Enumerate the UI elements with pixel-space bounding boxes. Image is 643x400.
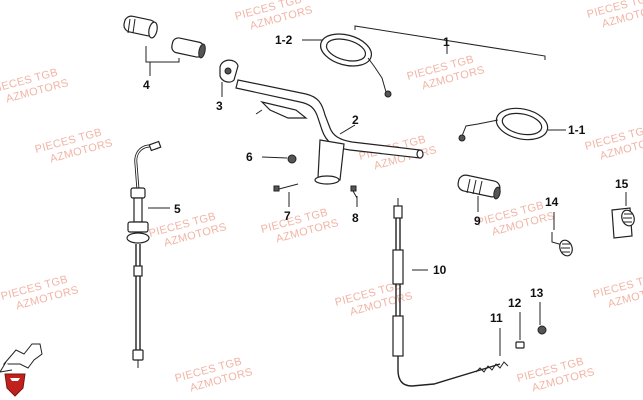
watermark: PIECES TGB AZMOTORS — [516, 355, 596, 394]
callout-2: 2 — [352, 113, 359, 127]
part-12-pin — [515, 312, 525, 349]
part-6-nut — [261, 154, 297, 164]
part-2-handlebar — [235, 79, 424, 185]
part-10-cable — [392, 198, 501, 387]
callout-1-2: 1-2 — [275, 33, 293, 47]
callout-10: 10 — [433, 263, 447, 277]
watermark: PIECES TGB AZMOTORS — [148, 210, 228, 249]
part-14-switch — [551, 212, 573, 257]
watermark: PIECES TGB AZMOTORS — [0, 66, 70, 105]
callout-7: 7 — [284, 209, 291, 223]
part-1-mirror-set — [354, 25, 546, 60]
watermark: PIECES TGB AZMOTORS — [592, 271, 643, 310]
part-16-bracket — [255, 100, 308, 119]
watermark: PIECES TGB AZMOTORS — [334, 279, 414, 318]
callout-4: 4 — [143, 78, 150, 92]
callout-8: 8 — [352, 211, 359, 225]
watermark: PIECES TGB AZMOTORS — [174, 355, 254, 394]
watermark: PIECES TGB AZMOTORS — [406, 53, 486, 92]
callout-14: 14 — [545, 195, 559, 209]
part-1-2-mirror — [302, 33, 392, 98]
callout-11: 11 — [490, 311, 503, 325]
part-7-bolt — [273, 183, 299, 207]
callout-1-1: 1-1 — [568, 123, 586, 137]
watermark: PIECES TGB AZMOTORS — [34, 126, 114, 165]
watermark: PIECES TGB AZMOTORS — [0, 273, 80, 312]
callout-1: 1 — [443, 35, 450, 49]
part-3-throttle-housing — [219, 59, 239, 97]
watermark: PIECES TGB AZMOTORS — [260, 206, 340, 245]
callout-13: 13 — [530, 286, 544, 300]
part-9-grip — [457, 174, 501, 212]
part-13-nut — [537, 302, 547, 335]
callout-15: 15 — [615, 177, 629, 191]
part-11-spring — [475, 328, 509, 373]
callout-12: 12 — [508, 296, 522, 310]
az-shield-logo — [4, 373, 26, 397]
front-direction-arrow-icon — [0, 343, 43, 373]
callout-6: 6 — [246, 150, 253, 164]
callout-3: 3 — [216, 99, 223, 113]
part-5-throttle-cable — [126, 140, 170, 368]
watermark: PIECES TGB AZMOTORS — [584, 123, 643, 162]
part-4-grip-set — [123, 15, 206, 76]
callout-9: 9 — [474, 214, 481, 228]
callout-5: 5 — [174, 202, 181, 216]
part-15-bracket — [611, 192, 635, 239]
watermark: PIECES TGB AZMOTORS — [234, 0, 314, 32]
part-1-1-mirror — [458, 107, 566, 142]
part-8-bolt — [350, 185, 358, 207]
watermark: PIECES TGB AZMOTORS — [586, 0, 643, 30]
